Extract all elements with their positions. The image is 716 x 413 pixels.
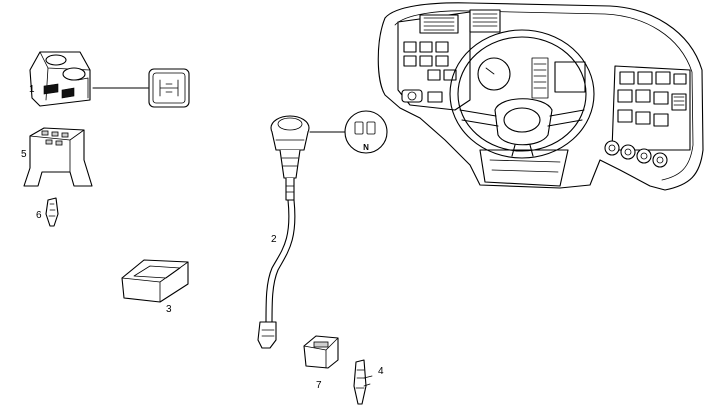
callout-5: 5 bbox=[21, 149, 27, 160]
callout-7: 7 bbox=[316, 380, 322, 391]
callout-3: 3 bbox=[166, 304, 172, 315]
dashboard-assembly bbox=[377, 2, 704, 191]
shift-knob-cable-part: N bbox=[257, 110, 388, 349]
rocker-switch-part bbox=[29, 51, 190, 108]
callout-6: 6 bbox=[36, 210, 42, 221]
callout-2: 2 bbox=[271, 234, 277, 245]
terminal-pin-part bbox=[45, 197, 59, 227]
callout-1: 1 bbox=[29, 84, 35, 95]
callout-4: 4 bbox=[378, 366, 384, 377]
connector-housing-part bbox=[23, 127, 93, 187]
bezel-frame-part bbox=[121, 259, 189, 303]
shift-neutral-letter: N bbox=[363, 143, 369, 152]
clip-part bbox=[303, 335, 339, 369]
flat-terminal-part bbox=[353, 359, 373, 405]
